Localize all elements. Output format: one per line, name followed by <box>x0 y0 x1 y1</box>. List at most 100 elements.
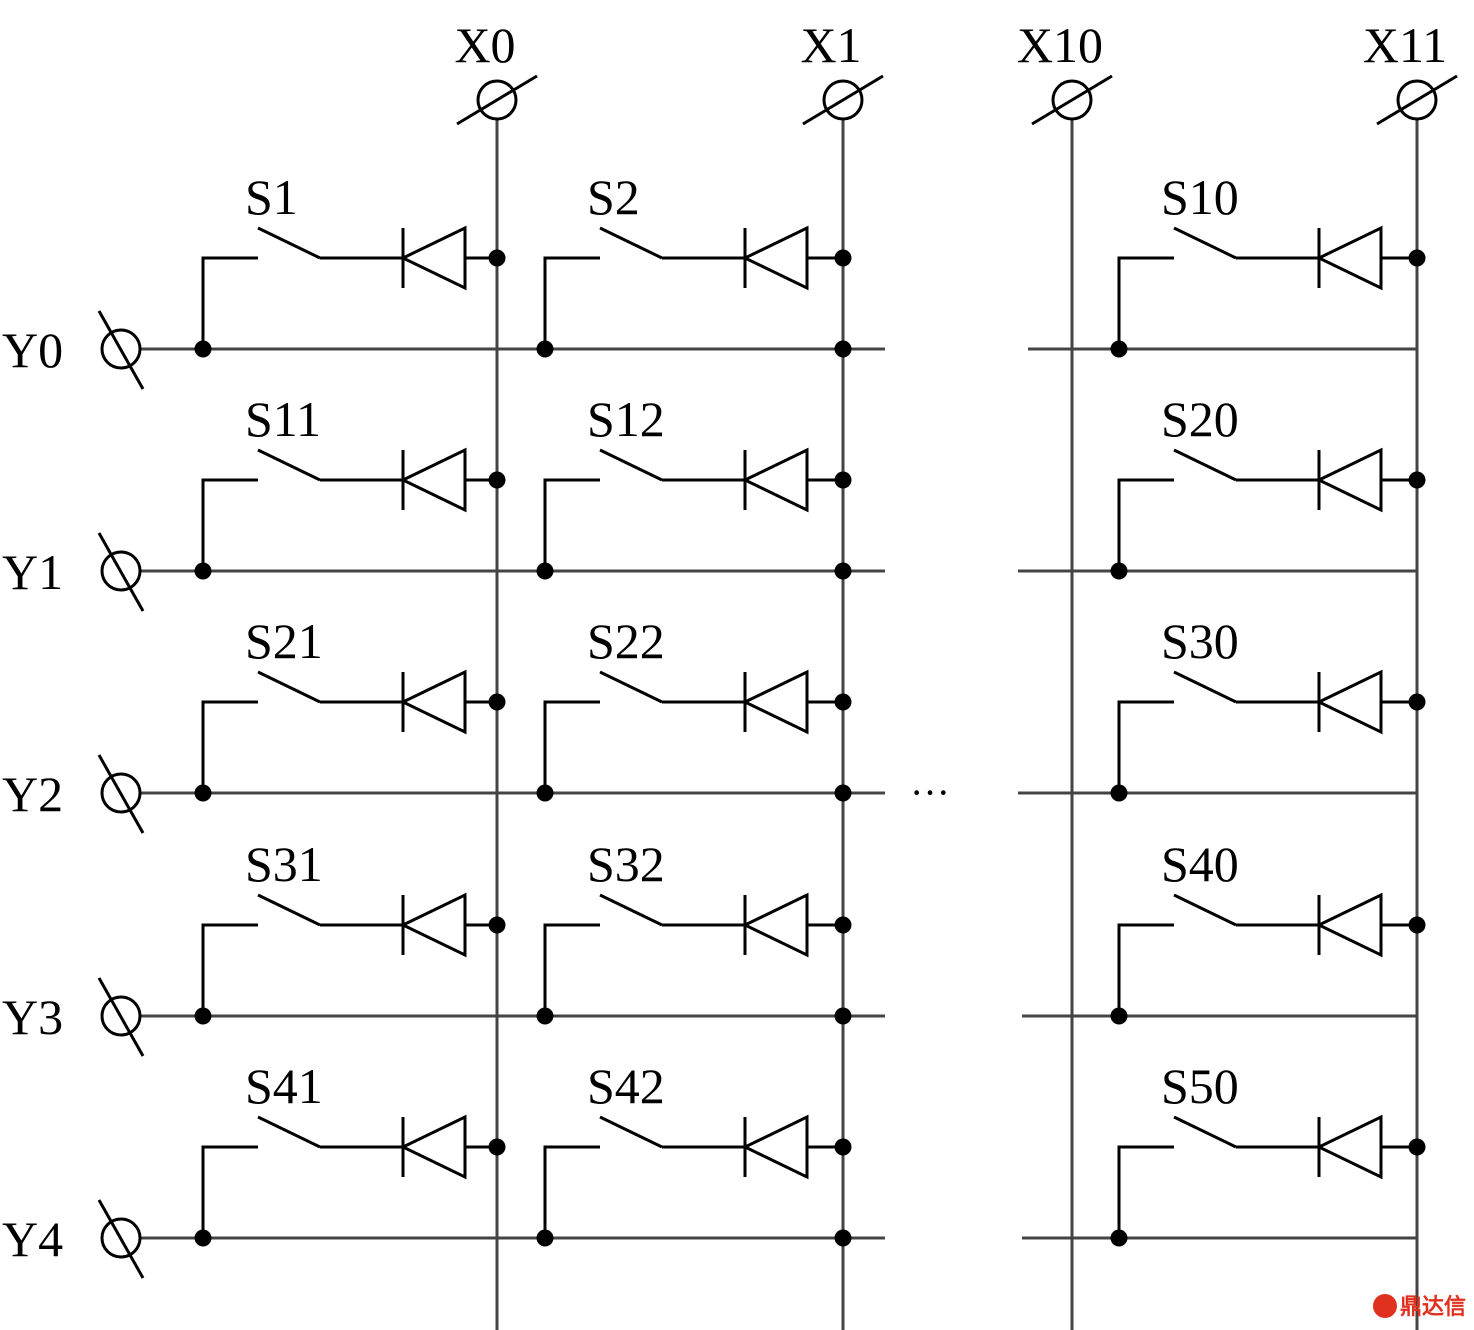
switch-lead <box>1117 923 1174 1016</box>
row-label-y4: Y4 <box>2 1211 63 1267</box>
junction-dot <box>488 693 506 711</box>
junction-dot <box>834 1138 852 1156</box>
switch-cell-s50 <box>1110 1114 1426 1247</box>
switch-lead <box>543 700 600 793</box>
switch-blade-icon <box>599 1115 663 1149</box>
switch-cell-s22 <box>536 669 852 802</box>
junction-dot <box>488 471 506 489</box>
switch-cell-s21 <box>194 669 506 802</box>
switch-lead <box>1117 700 1174 793</box>
switch-lead <box>543 1145 600 1238</box>
junction-dot <box>834 1229 852 1247</box>
switch-label-s30: S30 <box>1161 613 1239 669</box>
diode-icon <box>399 1114 467 1180</box>
switch-blade-icon <box>257 670 321 704</box>
row-label-y1: Y1 <box>2 544 63 600</box>
terminal-slash-x11 <box>1376 74 1458 126</box>
switch-lead <box>543 923 600 1016</box>
terminal-slash-y4 <box>97 1199 145 1279</box>
column-label-x10: X10 <box>1017 17 1103 73</box>
junction-dot <box>1408 471 1426 489</box>
diode-icon <box>1315 1114 1383 1180</box>
terminal-slash-y3 <box>97 977 145 1057</box>
diode-icon <box>741 892 809 958</box>
watermark-text: 鼎达信 <box>1400 1294 1466 1320</box>
terminal-y3-icon <box>100 995 142 1037</box>
diode-icon <box>1315 669 1383 735</box>
switch-blade-icon <box>1173 670 1237 704</box>
terminal-slash-x10 <box>1031 74 1113 126</box>
switch-label-s10: S10 <box>1161 169 1239 225</box>
switch-blade-icon <box>599 670 663 704</box>
switch-lead <box>201 1145 258 1238</box>
terminal-slash-y1 <box>97 532 145 612</box>
junction-dot <box>1408 693 1426 711</box>
switch-cell-s10 <box>1110 225 1426 358</box>
junction-dot <box>834 916 852 934</box>
junction-dot <box>488 916 506 934</box>
switch-cell-s31 <box>194 892 506 1025</box>
column-label-x0: X0 <box>454 17 515 73</box>
junction-dot <box>834 249 852 267</box>
switch-lead <box>201 478 258 571</box>
switch-blade-icon <box>1173 1115 1237 1149</box>
switch-blade-icon <box>1173 893 1237 927</box>
switch-label-s20: S20 <box>1161 391 1239 447</box>
switch-lead <box>1117 478 1174 571</box>
watermark: 鼎达信 <box>1373 1294 1466 1320</box>
diode-icon <box>399 225 467 291</box>
switch-label-s32: S32 <box>587 836 665 892</box>
switch-blade-icon <box>257 448 321 482</box>
terminal-y2-icon <box>100 772 142 814</box>
switch-lead <box>201 256 258 349</box>
terminal-slash-y2 <box>97 754 145 834</box>
junction-dot <box>834 562 852 580</box>
switch-label-s42: S42 <box>587 1058 665 1114</box>
switch-label-s21: S21 <box>245 613 323 669</box>
switch-blade-icon <box>257 226 321 260</box>
terminal-x1-icon <box>822 79 864 121</box>
row-label-y2: Y2 <box>2 766 63 822</box>
column-label-x11: X11 <box>1363 17 1447 73</box>
switch-blade-icon <box>599 226 663 260</box>
terminal-x10-icon <box>1051 79 1093 121</box>
switch-cell-s11 <box>194 447 506 580</box>
switch-lead <box>543 256 600 349</box>
switch-blade-icon <box>599 448 663 482</box>
diode-icon <box>741 225 809 291</box>
switch-lead <box>543 478 600 571</box>
diode-icon <box>399 447 467 513</box>
switch-label-s50: S50 <box>1161 1058 1239 1114</box>
switch-lead <box>201 923 258 1016</box>
terminal-slash-x0 <box>456 74 538 126</box>
junction-dot <box>1408 1138 1426 1156</box>
switch-label-s41: S41 <box>245 1058 323 1114</box>
diode-icon <box>399 892 467 958</box>
switch-cell-s30 <box>1110 669 1426 802</box>
switch-cell-s1 <box>194 225 506 358</box>
switch-cell-s32 <box>536 892 852 1025</box>
column-label-x1: X1 <box>800 17 861 73</box>
junction-dot <box>488 249 506 267</box>
diode-icon <box>399 669 467 735</box>
junction-dot <box>834 784 852 802</box>
switch-cell-s41 <box>194 1114 506 1247</box>
terminal-x11-icon <box>1396 79 1438 121</box>
diode-icon <box>741 1114 809 1180</box>
terminal-slash-x1 <box>802 74 884 126</box>
switch-cell-s12 <box>536 447 852 580</box>
switch-lead <box>201 700 258 793</box>
switch-cell-s42 <box>536 1114 852 1247</box>
switch-label-s1: S1 <box>245 169 298 225</box>
diode-icon <box>1315 892 1383 958</box>
switch-cell-s20 <box>1110 447 1426 580</box>
ellipsis-label: ··· <box>910 770 950 815</box>
diode-icon <box>741 447 809 513</box>
switch-label-s2: S2 <box>587 169 640 225</box>
switch-blade-icon <box>1173 226 1237 260</box>
terminal-y4-icon <box>100 1217 142 1259</box>
watermark-logo-icon <box>1373 1294 1397 1318</box>
junction-dot <box>1408 916 1426 934</box>
diode-icon <box>741 669 809 735</box>
diode-icon <box>1315 447 1383 513</box>
